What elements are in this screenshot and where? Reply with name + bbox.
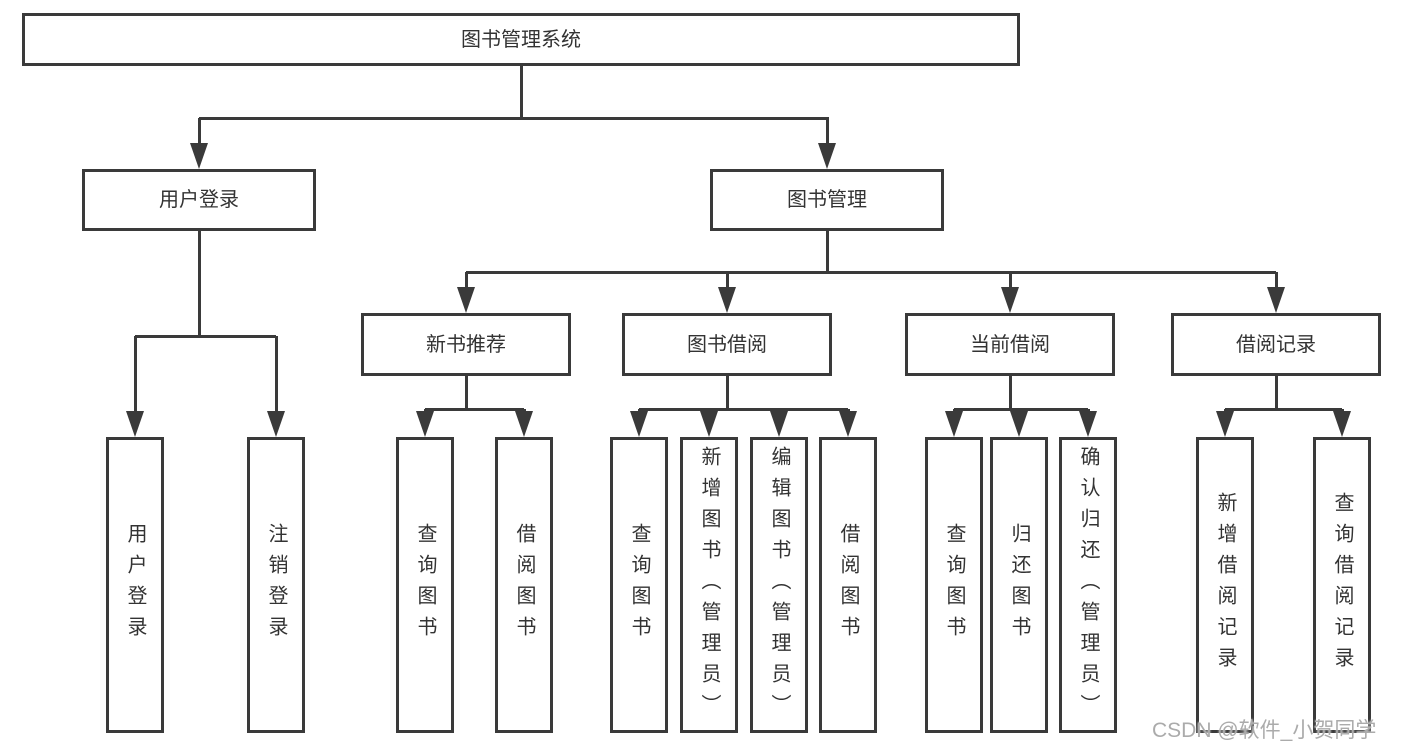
arrow-to-user-login (190, 118, 208, 169)
leaf-query-book-2-label: 查询图书 (628, 523, 650, 647)
connector-current-borrow-hline (954, 408, 1088, 411)
leaf-return-book-label: 归还图书 (1008, 523, 1030, 647)
node-user-login: 用户登录 (82, 169, 316, 231)
node-root-label: 图书管理系统 (461, 28, 581, 51)
arrow-to-leaf-borrow-book-2 (839, 409, 857, 437)
node-new-book-recommend: 新书推荐 (361, 313, 571, 376)
leaf-user-login-label: 用户登录 (124, 523, 146, 647)
leaf-edit-book-admin-label: 编辑图书（管理员） (768, 445, 790, 725)
leaf-confirm-return-admin-label: 确认归还（管理员） (1077, 445, 1099, 725)
csdn-watermark: CSDN @软件_小贺同学 (1152, 719, 1377, 742)
leaf-logout-login-label: 注销登录 (265, 523, 287, 647)
leaf-query-borrow-record-label: 查询借阅记录 (1331, 492, 1353, 678)
arrow-to-leaf-add-book (700, 409, 718, 437)
leaf-query-book-1: 查询图书 (396, 437, 454, 733)
leaf-return-book: 归还图书 (990, 437, 1048, 733)
leaf-query-book-3-label: 查询图书 (943, 523, 965, 647)
arrow-to-leaf-edit-book (770, 409, 788, 437)
leaf-query-book-3: 查询图书 (925, 437, 983, 733)
arrow-to-current-borrow (1001, 272, 1019, 313)
node-book-management: 图书管理 (710, 169, 944, 231)
leaf-query-book-2: 查询图书 (610, 437, 668, 733)
leaf-logout-login: 注销登录 (247, 437, 305, 733)
arrow-to-leaf-query-book-3 (945, 409, 963, 437)
leaf-add-book-admin: 新增图书（管理员） (680, 437, 738, 733)
leaf-add-book-admin-label: 新增图书（管理员） (698, 445, 720, 725)
arrow-to-leaf-query-book-1 (416, 409, 434, 437)
connector-new-book-recommend-stub (465, 376, 468, 409)
arrow-to-leaf-logout-login (267, 336, 285, 437)
leaf-user-login: 用户登录 (106, 437, 164, 733)
node-current-borrow-label: 当前借阅 (970, 333, 1050, 356)
connector-level1-hline (199, 117, 829, 120)
connector-user-login-hline (135, 335, 276, 338)
leaf-borrow-book-1: 借阅图书 (495, 437, 553, 733)
node-borrow-record-label: 借阅记录 (1236, 333, 1316, 356)
connector-book-borrow-hline (639, 408, 848, 411)
arrow-to-leaf-query-book-2 (630, 409, 648, 437)
node-current-borrow: 当前借阅 (905, 313, 1115, 376)
node-book-borrow-label: 图书借阅 (687, 333, 767, 356)
leaf-edit-book-admin: 编辑图书（管理员） (750, 437, 808, 733)
leaf-add-borrow-record-label: 新增借阅记录 (1214, 492, 1236, 678)
connector-borrow-record-stub (1275, 376, 1278, 409)
node-book-borrow: 图书借阅 (622, 313, 832, 376)
node-book-management-label: 图书管理 (787, 189, 867, 211)
connector-book-borrow-stub (726, 376, 729, 409)
node-new-book-recommend-label: 新书推荐 (426, 333, 506, 356)
arrow-to-leaf-user-login (126, 336, 144, 437)
arrow-to-book-management (818, 118, 836, 169)
arrow-to-book-borrow (718, 272, 736, 313)
connector-user-login-stub (198, 231, 201, 336)
connector-root-stub (520, 65, 523, 118)
node-user-login-label: 用户登录 (159, 189, 239, 211)
connector-borrow-record-hline (1225, 408, 1342, 411)
leaf-query-borrow-record: 查询借阅记录 (1313, 437, 1371, 733)
leaf-query-book-1-label: 查询图书 (414, 523, 436, 647)
leaf-confirm-return-admin: 确认归还（管理员） (1059, 437, 1117, 733)
arrow-to-leaf-return-book (1010, 409, 1028, 437)
arrow-to-new-book-recommend (457, 272, 475, 313)
arrow-to-leaf-borrow-book-1 (515, 409, 533, 437)
connector-book-management-stub (826, 231, 829, 272)
connector-level2-hline (466, 271, 1276, 274)
leaf-borrow-book-2-label: 借阅图书 (837, 523, 859, 647)
arrow-to-borrow-record (1267, 272, 1285, 313)
connector-new-book-recommend-hline (425, 408, 524, 411)
leaf-borrow-book-2: 借阅图书 (819, 437, 877, 733)
arrow-to-leaf-query-borrow-record (1333, 409, 1351, 437)
arrow-to-leaf-add-borrow-record (1216, 409, 1234, 437)
leaf-add-borrow-record: 新增借阅记录 (1196, 437, 1254, 733)
connector-current-borrow-stub (1009, 376, 1012, 409)
arrow-to-leaf-confirm-return (1079, 409, 1097, 437)
node-root: 图书管理系统 (22, 13, 1020, 66)
leaf-borrow-book-1-label: 借阅图书 (513, 523, 535, 647)
node-borrow-record: 借阅记录 (1171, 313, 1381, 376)
